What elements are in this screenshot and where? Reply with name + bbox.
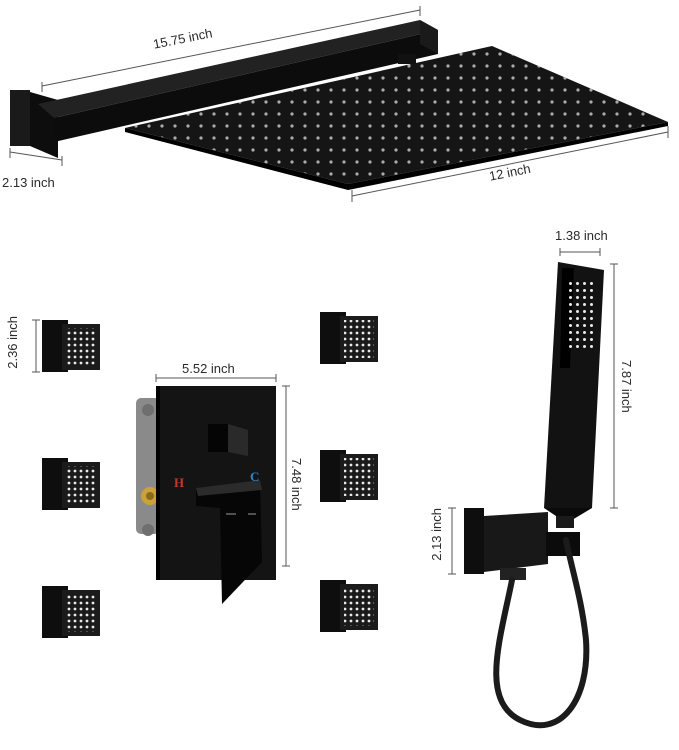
holder-height-label: 2.13 inch: [429, 508, 444, 561]
body-jet-height-dimension-line: [32, 319, 40, 373]
handheld-width-dimension-line: [559, 248, 601, 256]
arm-flange-label: 2.13 inch: [2, 175, 55, 190]
arm-length-dimension-line: [41, 6, 421, 92]
body-jet-top-left: [42, 320, 100, 372]
body-jet-middle-left: [42, 458, 100, 510]
handheld-shower: [544, 262, 604, 528]
wall-holder: [464, 508, 580, 580]
valve-width-dimension-line: [155, 374, 277, 382]
arm-flange-dimension-line: [9, 148, 63, 166]
head-width-dimension-line: [351, 126, 669, 202]
body-jet-bottom-right: [320, 580, 378, 632]
rain-shower-head: [125, 46, 668, 190]
handheld-width-label: 1.38 inch: [555, 228, 608, 243]
rough-in-valve: [136, 398, 160, 536]
mixing-handle: [196, 480, 262, 604]
cold-indicator: C: [250, 469, 260, 484]
body-jet-bottom-left: [42, 586, 100, 638]
body-jet-height-label: 2.36 inch: [5, 316, 20, 369]
valve-height-label: 7.48 inch: [289, 458, 304, 511]
diverter-knob: [208, 424, 248, 456]
shower-hose: [493, 537, 590, 729]
valve-width-label: 5.52 inch: [182, 361, 235, 376]
holder-height-dimension-line: [448, 507, 456, 575]
handheld-height-dimension-line: [610, 263, 618, 509]
valve-height-dimension-line: [282, 385, 290, 567]
shower-arm: [10, 20, 438, 158]
body-jet-top-right: [320, 312, 378, 364]
hot-indicator: H: [174, 475, 185, 490]
handheld-height-label: 7.87 inch: [619, 360, 634, 413]
body-jet-middle-right: [320, 450, 378, 502]
